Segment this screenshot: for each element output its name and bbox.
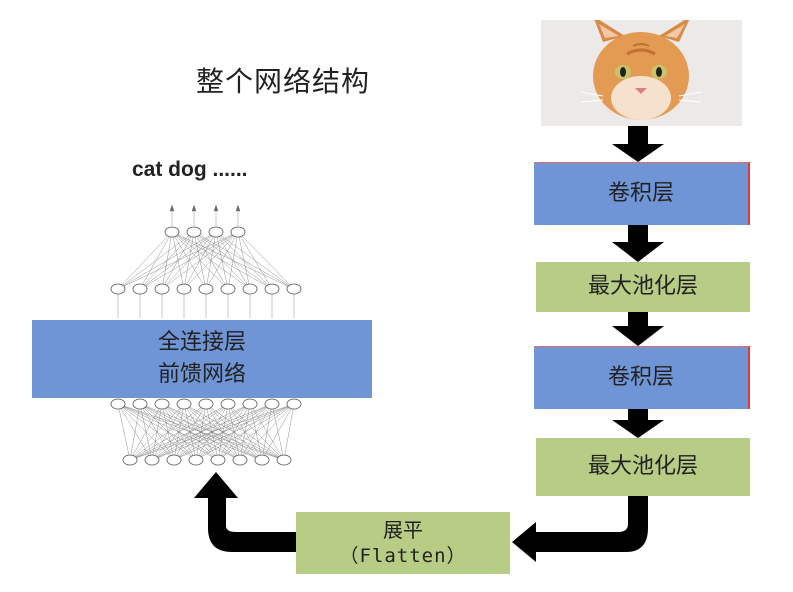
flow-arrows [194, 126, 664, 562]
network-node [198, 283, 214, 295]
diagram-title: 整个网络结构 [196, 65, 371, 98]
network-node [242, 283, 258, 295]
network-node [176, 398, 192, 410]
arrow-pool2-to-flatten [512, 496, 648, 562]
arrow-pool1-to-conv2 [612, 312, 664, 346]
network-node [110, 283, 126, 295]
arrow-conv2-to-pool2 [612, 408, 664, 438]
output-classes-label: cat dog ...... [132, 158, 248, 181]
network-node [230, 226, 246, 238]
fc-label-line2: 前馈网络 [157, 362, 246, 387]
network-node [188, 454, 204, 466]
network-node [264, 398, 280, 410]
network-node [198, 398, 214, 410]
network-node [286, 283, 302, 295]
arrow-flatten-to-network [194, 472, 296, 552]
max-pool-layer-1: 最大池化层 [536, 262, 750, 312]
arrow-image-to-conv1 [612, 126, 664, 162]
network-node [154, 283, 170, 295]
network-node [122, 454, 138, 466]
network-node [286, 398, 302, 410]
arrow-conv1-to-pool1 [612, 224, 664, 262]
network-node [166, 454, 182, 466]
network-node [210, 454, 226, 466]
fc-label-line1: 全连接层 [157, 330, 246, 355]
flatten-label-cn: 展平 [383, 518, 423, 542]
network-node [110, 398, 126, 410]
max-pool-layer-2: 最大池化层 [536, 438, 750, 496]
conv-layer-2: 卷积层 [534, 346, 750, 409]
neural-network-illustration [110, 204, 302, 466]
fully-connected-layer: 全连接层 前馈网络 [32, 320, 372, 398]
network-node [264, 283, 280, 295]
network-node [132, 283, 148, 295]
network-node [176, 283, 192, 295]
network-node [232, 454, 248, 466]
network-node [276, 454, 292, 466]
network-node [242, 398, 258, 410]
conv-layer-1: 卷积层 [534, 162, 750, 225]
network-node [208, 226, 224, 238]
network-node [186, 226, 202, 238]
flatten-layer: 展平 （Flatten） [296, 512, 510, 574]
cat-icon [541, 20, 742, 126]
flatten-label-en: （Flatten） [339, 545, 467, 567]
network-node [154, 398, 170, 410]
network-node [132, 398, 148, 410]
network-node [254, 454, 270, 466]
network-node [164, 226, 180, 238]
network-node [144, 454, 160, 466]
cat-input-image [541, 20, 742, 126]
network-node [220, 398, 236, 410]
network-node [220, 283, 236, 295]
